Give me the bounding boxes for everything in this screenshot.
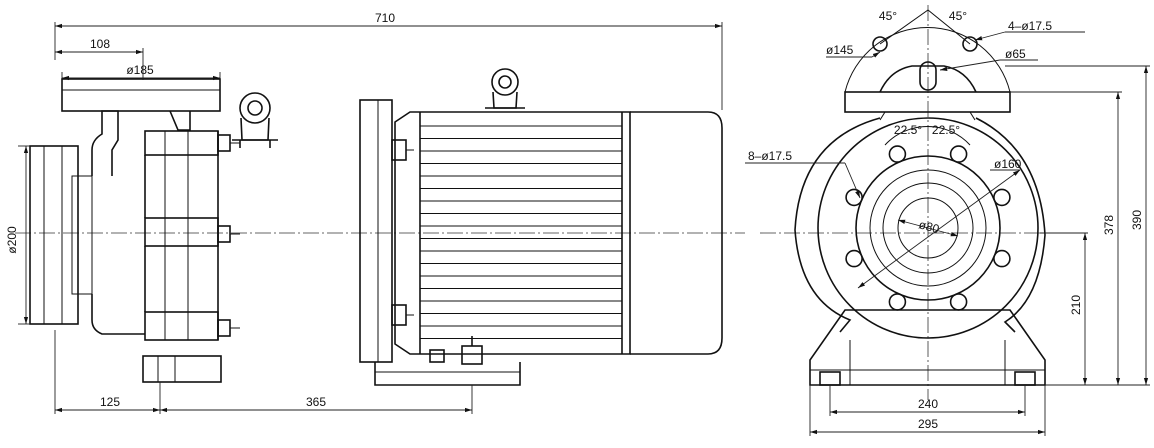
dim-heights: 210 378 390: [1005, 65, 1150, 386]
label-710: 710: [375, 11, 395, 25]
bolt-hole: [949, 145, 968, 163]
label-390: 390: [1130, 210, 1144, 230]
label-4-175: 4–ø17.5: [1008, 19, 1052, 33]
front-base: [809, 309, 1046, 386]
motor-flange: [359, 99, 414, 363]
top-flange: [844, 26, 1011, 121]
dim-suction-offset: 108: [55, 37, 144, 80]
label-45-left: 45°: [879, 9, 897, 23]
label-80: ø80: [917, 217, 941, 236]
label-45-right: 45°: [949, 9, 967, 23]
label-225-right: 22.5°: [932, 123, 960, 137]
label-365: 365: [306, 395, 326, 409]
bolt-hole: [949, 293, 968, 311]
label-185: ø185: [126, 63, 154, 77]
dim-suction-flange-dia: ø185: [61, 63, 221, 81]
motor-body: [374, 68, 723, 386]
label-210: 210: [1069, 295, 1083, 315]
front-view: 45° 45° 4–ø17.5 ø145 ø65 22.5° 22.5° 8–ø…: [745, 5, 1150, 436]
bolt-hole: [845, 249, 863, 268]
bolt-hole: [993, 249, 1011, 268]
cooling-fins: [420, 125, 622, 339]
side-view: 710 108 ø185 ø200 125: [5, 11, 745, 414]
dim-bottom-side: 125 365: [54, 330, 473, 414]
pump-casing: [61, 78, 240, 383]
label-378: 378: [1102, 215, 1116, 235]
label-125: 125: [100, 395, 120, 409]
discharge-flange: [29, 145, 93, 325]
dim-discharge-flange-dia: ø200: [5, 145, 30, 325]
dim-overall-length: 710: [54, 11, 723, 110]
bolt-hole: [993, 188, 1011, 207]
dim-base-widths: 240 295: [809, 385, 1046, 436]
lifting-eye-small: [232, 92, 278, 148]
label-200: ø200: [5, 226, 19, 254]
label-8-175: 8–ø17.5: [748, 149, 792, 163]
bolt-hole: [888, 145, 907, 163]
label-295: 295: [918, 417, 938, 431]
label-145: ø145: [826, 43, 854, 57]
label-160: ø160: [994, 157, 1022, 171]
label-240: 240: [918, 397, 938, 411]
label-65: ø65: [1005, 47, 1026, 61]
label-108: 108: [90, 37, 110, 51]
bolt-hole: [888, 293, 907, 311]
